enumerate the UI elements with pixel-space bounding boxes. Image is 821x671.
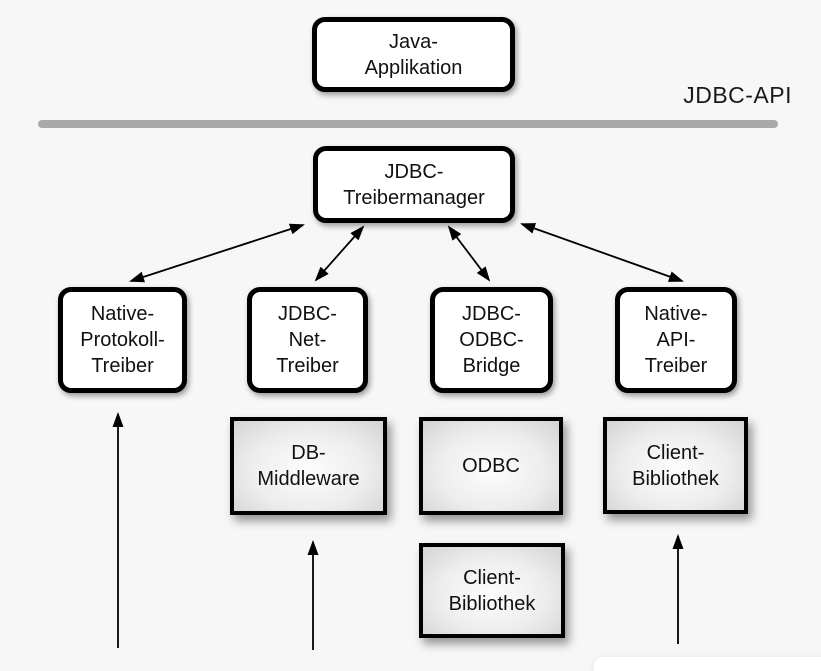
- arrow-treibermanager-jdbc-odbc: [447, 225, 491, 282]
- node-native-protokoll-treiber-label: Native- Protokoll- Treiber: [80, 303, 165, 377]
- arrow-treibermanager-jdbc-net: [314, 225, 365, 282]
- arrow-treibermanager-native-api: [520, 223, 684, 282]
- node-db-middleware: DB- Middleware: [230, 417, 387, 515]
- node-client-bibliothek-center-label: Client- Bibliothek: [448, 566, 536, 615]
- node-native-api-treiber: Native- API- Treiber: [615, 287, 737, 393]
- node-odbc: ODBC: [419, 417, 563, 515]
- node-java-applikation: Java- Applikation: [312, 17, 515, 92]
- node-client-bibliothek-center: Client- Bibliothek: [419, 543, 565, 638]
- arrow-treibermanager-native-protokoll: [129, 223, 305, 283]
- node-jdbc-odbc-bridge: JDBC- ODBC- Bridge: [430, 287, 553, 393]
- node-client-bibliothek-right: Client- Bibliothek: [603, 417, 748, 514]
- node-jdbc-odbc-bridge-label: JDBC- ODBC- Bridge: [459, 303, 524, 377]
- node-java-applikation-label: Java- Applikation: [364, 30, 463, 79]
- node-native-api-treiber-label: Native- API- Treiber: [644, 303, 708, 377]
- node-odbc-label: ODBC: [462, 455, 520, 477]
- node-jdbc-net-treiber-label: JDBC- Net- Treiber: [276, 303, 339, 377]
- node-jdbc-net-treiber: JDBC- Net- Treiber: [247, 287, 368, 393]
- node-client-bibliothek-right-label: Client- Bibliothek: [632, 441, 719, 490]
- node-db-middleware-label: DB- Middleware: [257, 442, 360, 490]
- node-jdbc-treibermanager: JDBC- Treibermanager: [313, 146, 515, 223]
- jdbc-api-separator-line: [38, 120, 778, 128]
- node-jdbc-treibermanager-label: JDBC- Treibermanager: [343, 160, 485, 209]
- jdbc-api-layer-label: JDBC-API: [683, 82, 792, 108]
- node-native-protokoll-treiber: Native- Protokoll- Treiber: [58, 287, 187, 393]
- partial-box-bottom-right: [594, 657, 821, 671]
